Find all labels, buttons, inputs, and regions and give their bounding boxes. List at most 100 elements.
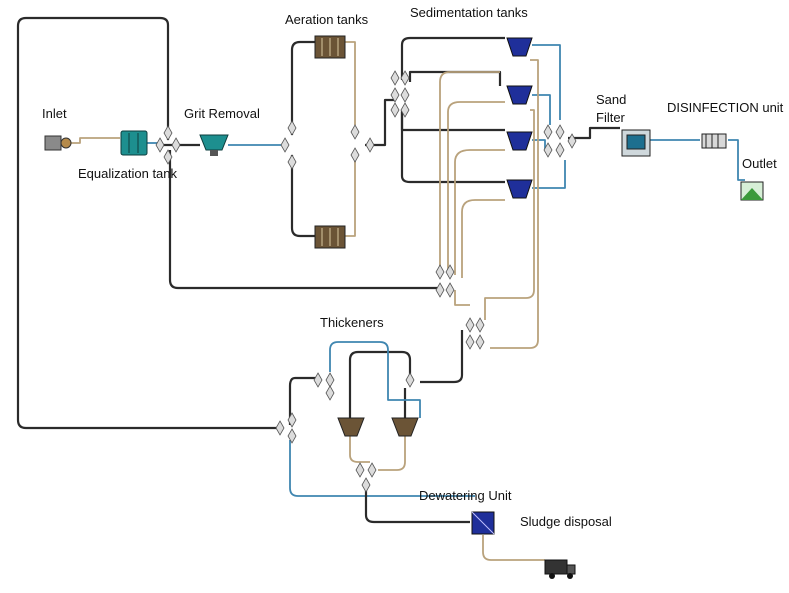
valve-icon[interactable] xyxy=(465,334,475,350)
tank-icon xyxy=(199,134,229,151)
aeration-tank-bottom[interactable] xyxy=(314,225,346,249)
valve-icon[interactable] xyxy=(475,334,485,350)
aeration-tank-top[interactable] xyxy=(314,35,346,59)
thickener-1[interactable] xyxy=(337,417,365,437)
valve-icon[interactable] xyxy=(465,317,475,333)
aeration-out-bottom xyxy=(345,160,356,237)
clarifier-icon xyxy=(506,37,533,57)
grit-removal-unit[interactable] xyxy=(199,134,229,156)
sed-sludge-4 xyxy=(461,199,505,278)
valve-icon[interactable] xyxy=(475,317,485,333)
valve-icon[interactable] xyxy=(567,133,577,149)
sed-feed-1 xyxy=(400,36,505,80)
inlet-pipe xyxy=(70,137,120,144)
inlet-label: Inlet xyxy=(42,106,67,121)
valve-icon[interactable] xyxy=(171,137,181,153)
bypass-line xyxy=(168,150,440,290)
valve-icon[interactable] xyxy=(355,462,365,478)
sed-overflow-1 xyxy=(532,44,561,120)
sand-filter[interactable] xyxy=(621,129,651,157)
sludge-return-b xyxy=(484,109,535,320)
valve-icon[interactable] xyxy=(350,124,360,140)
valve-icon[interactable] xyxy=(163,125,173,141)
thickeners-label: Thickeners xyxy=(320,315,384,330)
valve-icon[interactable] xyxy=(365,137,375,153)
valve-icon[interactable] xyxy=(400,87,410,103)
equalization-label: Equalization tank xyxy=(78,166,178,181)
sed-sludge-3 xyxy=(454,149,505,275)
truck-icon xyxy=(544,559,568,575)
overflow-to-dewatering xyxy=(289,440,475,497)
thickener-overflow xyxy=(329,341,421,418)
valve-icon[interactable] xyxy=(543,124,553,140)
valve-icon[interactable] xyxy=(405,372,415,388)
sedimentation-label: Sedimentation tanks xyxy=(410,5,528,20)
valve-icon[interactable] xyxy=(435,264,445,280)
valve-icon[interactable] xyxy=(280,137,290,153)
clarifier-icon xyxy=(506,85,533,105)
collector-link xyxy=(454,290,470,306)
to-sludge-disposal xyxy=(482,535,545,561)
valve-icon[interactable] xyxy=(435,282,445,298)
valve-icon[interactable] xyxy=(325,385,335,401)
equalization-tank[interactable] xyxy=(120,130,148,156)
valve-icon[interactable] xyxy=(275,420,285,436)
outlet-label: Outlet xyxy=(742,156,777,171)
sed-sludge-1 xyxy=(439,71,500,270)
sludge-disposal-label: Sludge disposal xyxy=(520,514,612,529)
aeration-out-top xyxy=(345,41,356,125)
valve-icon[interactable] xyxy=(313,372,323,388)
sed-sludge-2 xyxy=(447,101,505,272)
valve-icon[interactable] xyxy=(555,142,565,158)
valve-icon[interactable] xyxy=(445,282,455,298)
tank-icon xyxy=(120,130,148,156)
valve-icon[interactable] xyxy=(361,477,371,493)
thickener-sludge-2 xyxy=(378,435,406,471)
sed-feed-3 xyxy=(400,110,505,132)
to-dewatering xyxy=(364,480,470,524)
valve-icon[interactable] xyxy=(390,102,400,118)
disinfection-unit[interactable] xyxy=(701,133,727,149)
thickener-2[interactable] xyxy=(391,417,419,437)
sed-feed-4 xyxy=(400,112,505,184)
aeration-feed-top xyxy=(290,40,315,135)
sand-filter-label-line2: Filter xyxy=(596,110,626,125)
sedimentation-tank-2[interactable] xyxy=(506,85,533,105)
collector-to-thickener xyxy=(420,330,464,384)
inlet-pump[interactable] xyxy=(44,135,72,151)
clarifier-icon xyxy=(337,417,365,437)
valve-icon[interactable] xyxy=(287,120,297,136)
sedimentation-tank-1[interactable] xyxy=(506,37,533,57)
sed-feed-2 xyxy=(408,70,502,86)
valve-icon[interactable] xyxy=(287,154,297,170)
thickener-sludge-1 xyxy=(349,435,370,463)
sed-overflow-3 xyxy=(532,139,546,150)
clarifier-icon xyxy=(391,417,419,437)
disinfection-icon xyxy=(701,133,727,149)
labels: Inlet Equalization tank Grit Removal Aer… xyxy=(42,5,784,529)
dewatering-label: Dewatering Unit xyxy=(419,488,512,503)
aeration-to-sed xyxy=(365,98,395,147)
aeration-feed-bottom xyxy=(290,155,315,238)
disinfection-label: DISINFECTION unit xyxy=(667,100,784,115)
outlet-basin[interactable] xyxy=(740,181,764,201)
sludge-disposal-truck[interactable] xyxy=(544,559,576,579)
sed-overflow-4 xyxy=(532,160,566,189)
aeration-label: Aeration tanks xyxy=(285,12,369,27)
sedimentation-tank-3[interactable] xyxy=(506,131,533,151)
dewatering-unit[interactable] xyxy=(471,511,495,535)
valve-icon[interactable] xyxy=(390,70,400,86)
pump-icon xyxy=(44,135,62,151)
valve-icon[interactable] xyxy=(155,137,165,153)
disinfection-to-outlet xyxy=(728,139,745,181)
valve-icon[interactable] xyxy=(555,124,565,140)
valve-icon[interactable] xyxy=(325,372,335,388)
grit-out-pipe xyxy=(228,140,286,146)
grit-label: Grit Removal xyxy=(184,106,260,121)
to-sand-filter xyxy=(568,126,620,140)
sedimentation-tank-4[interactable] xyxy=(506,179,533,199)
thickener-to-left xyxy=(288,376,320,425)
valve-icon[interactable] xyxy=(350,147,360,163)
valve-icon[interactable] xyxy=(367,462,377,478)
